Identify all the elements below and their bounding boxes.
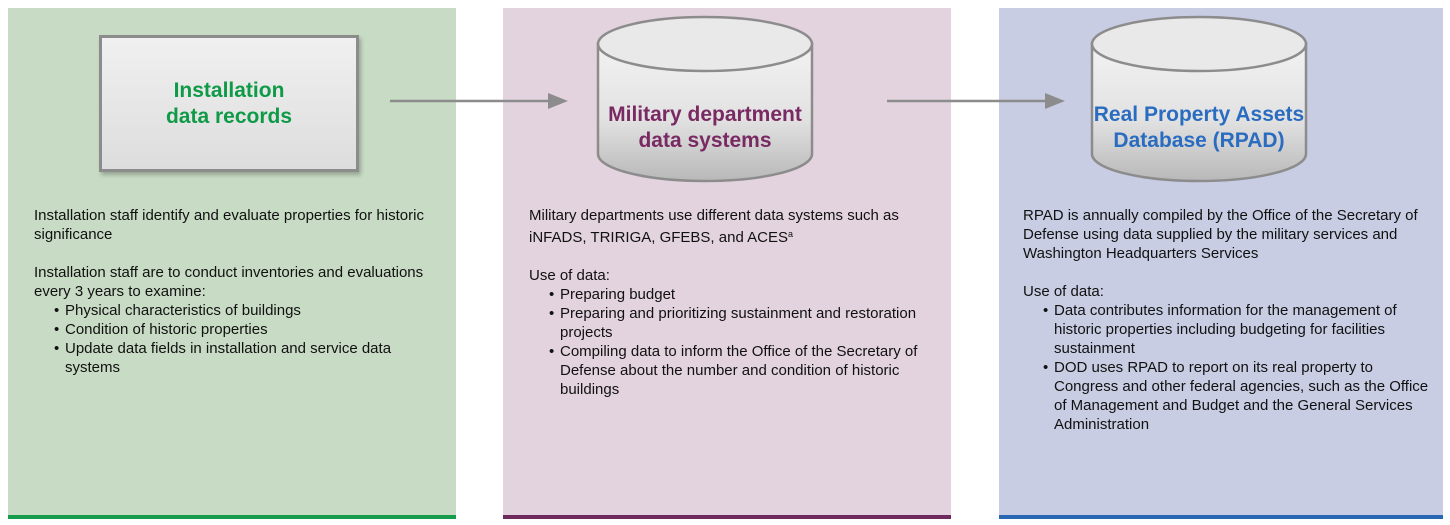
bullet-list: Preparing budget Preparing and prioritiz… (529, 285, 939, 399)
military-department-data-systems-node: Military department data systems (596, 14, 814, 184)
list-item: Preparing and prioritizing sustainment a… (549, 304, 939, 342)
panel-military-department: Military department data systems Militar… (503, 8, 951, 519)
node-title: Real Property Assets Database (RPAD) (1093, 103, 1305, 152)
database-cylinder-icon (1090, 15, 1308, 183)
list-item: Physical characteristics of buildings (54, 301, 444, 320)
list-item: Preparing budget (549, 285, 939, 304)
second-text: Installation staff are to conduct invent… (34, 264, 424, 300)
panel-description: RPAD is annually compiled by the Office … (1023, 206, 1433, 434)
footnote-marker: a (787, 229, 793, 239)
intro-text: RPAD is annually compiled by the Office … (1023, 207, 1418, 262)
list-item: Compiling data to inform the Office of t… (549, 342, 939, 399)
arrow-right-icon (390, 93, 568, 109)
list-item: Condition of historic properties (54, 320, 444, 339)
installation-data-records-node: Installation data records (99, 35, 359, 172)
list-item: Data contributes information for the man… (1043, 301, 1433, 358)
intro-text: Military departments use different data … (529, 207, 899, 246)
database-cylinder-icon (596, 15, 814, 183)
node-title: Installation data records (165, 78, 293, 128)
node-title: Military department data systems (608, 103, 802, 152)
panel-installation: Installation data records Installation s… (8, 8, 456, 519)
panel-description: Military departments use different data … (529, 206, 939, 399)
arrow-right-icon (887, 93, 1065, 109)
second-text: Use of data: (529, 267, 610, 284)
bullet-list: Data contributes information for the man… (1023, 301, 1433, 434)
list-item: Update data fields in installation and s… (54, 339, 444, 377)
panel-description: Installation staff identify and evaluate… (34, 206, 444, 377)
list-item: DOD uses RPAD to report on its real prop… (1043, 358, 1433, 434)
panel-bottom-bar (999, 515, 1443, 519)
panel-rpad: Real Property Assets Database (RPAD) RPA… (999, 8, 1443, 519)
panel-bottom-bar (503, 515, 951, 519)
bullet-list: Physical characteristics of buildings Co… (34, 301, 444, 377)
panel-bottom-bar (8, 515, 456, 519)
second-text: Use of data: (1023, 283, 1104, 300)
rpad-database-node: Real Property Assets Database (RPAD) (1090, 14, 1308, 184)
intro-text: Installation staff identify and evaluate… (34, 207, 424, 243)
